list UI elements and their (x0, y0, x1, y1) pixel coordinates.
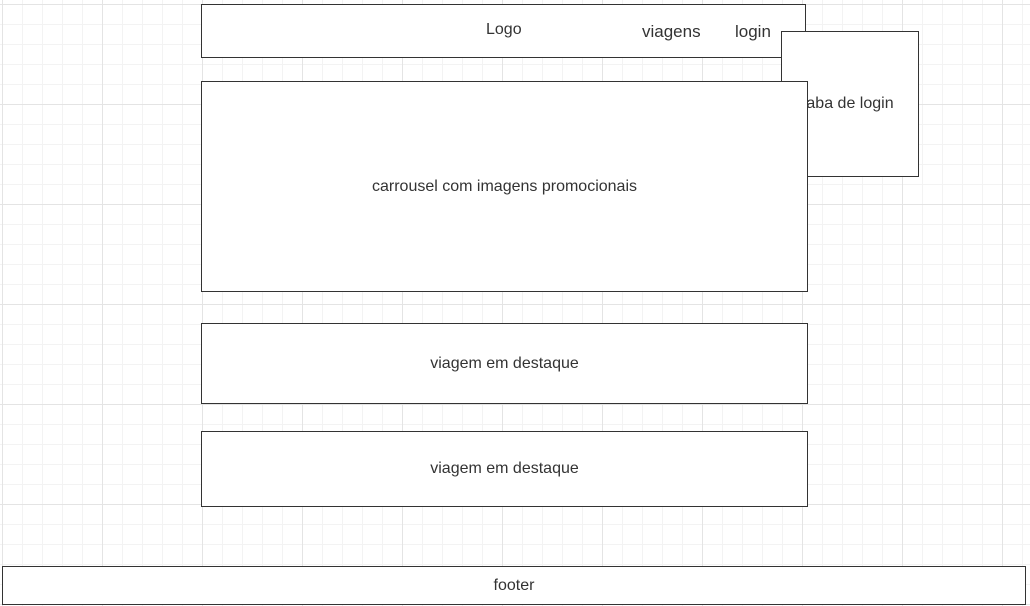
featured-trip-label: viagem em destaque (430, 460, 579, 477)
footer: footer (2, 566, 1026, 605)
header-bar (201, 4, 806, 58)
promo-carousel[interactable]: carrousel com imagens promocionais (201, 81, 808, 292)
featured-trip-card[interactable]: viagem em destaque (201, 323, 808, 404)
login-panel-label: aba de login (806, 95, 894, 112)
featured-trip-card[interactable]: viagem em destaque (201, 431, 808, 507)
footer-label: footer (493, 576, 535, 594)
nav-link-viagens[interactable]: viagens (642, 22, 701, 41)
carousel-label: carrousel com imagens promocionais (372, 177, 637, 195)
featured-trip-label: viagem em destaque (430, 354, 579, 372)
nav-link-login[interactable]: login (735, 22, 771, 41)
logo[interactable]: Logo (486, 21, 522, 38)
